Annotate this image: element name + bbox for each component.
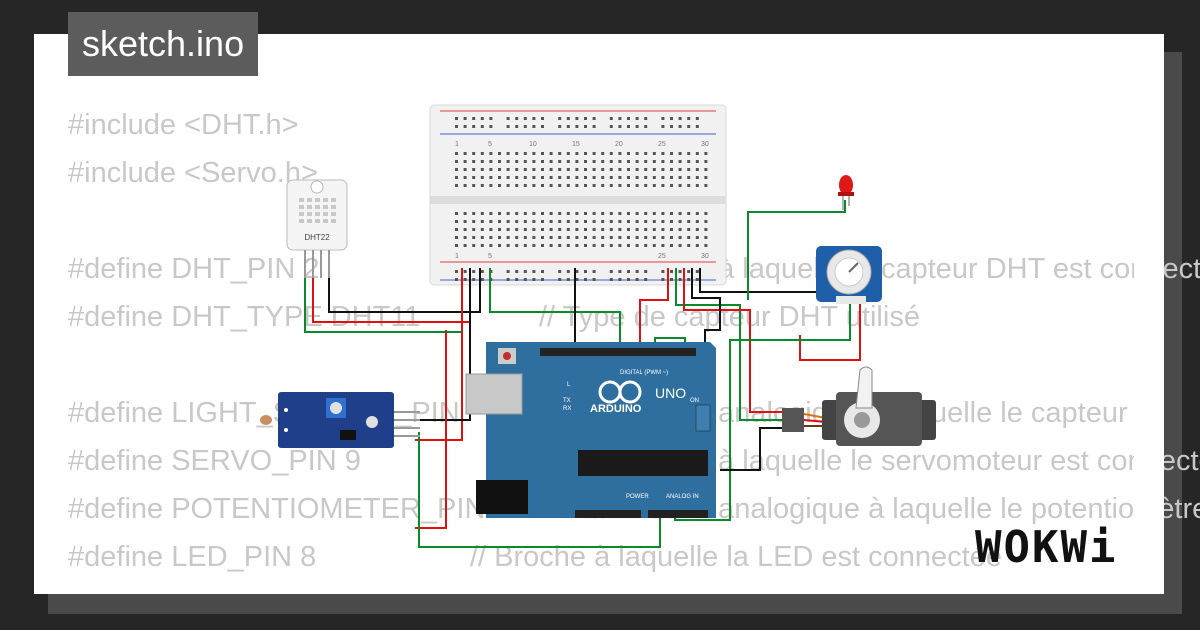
code-line-5: #define DHT_TYPE DHT11 xyxy=(68,301,421,333)
wires xyxy=(304,200,861,548)
analog-header xyxy=(648,510,708,518)
col-label-20: 20 xyxy=(615,141,623,148)
l-label: L xyxy=(567,382,571,388)
col-label-1b: 1 xyxy=(455,253,459,260)
tx-label: TX xyxy=(563,398,571,404)
reset-button xyxy=(503,352,511,360)
digital-header xyxy=(540,348,696,356)
rx-label: RX xyxy=(563,406,571,412)
code-line-1: #include <DHT.h> xyxy=(68,109,299,141)
code-comment-5: // Type de capteur DHT utilisé xyxy=(539,301,920,333)
col-label-10: 10 xyxy=(529,141,537,148)
col-label-30: 30 xyxy=(701,141,709,148)
col-label-5: 5 xyxy=(488,141,492,148)
analog-label: ANALOG IN xyxy=(666,494,699,500)
usb-port xyxy=(465,373,523,415)
power-jack xyxy=(476,480,528,514)
wokwi-logo: WOKWi xyxy=(975,522,1118,573)
col-label-25b: 25 xyxy=(658,253,666,260)
atmega-chip xyxy=(578,450,708,476)
col-label-5b: 5 xyxy=(488,253,492,260)
light-sensor-module[interactable] xyxy=(260,392,420,448)
code-line-2: #include <Servo.h> xyxy=(68,157,318,189)
arduino-uno-board[interactable]: ARDUINO UNO DIGITAL (PWM ~) ANALOG IN PO… xyxy=(465,342,716,518)
arduino-brand: ARDUINO xyxy=(590,403,642,415)
breadboard: 1 5 10 15 20 25 30 1 5 25 30 xyxy=(429,104,727,286)
dht-vent-grid xyxy=(299,198,336,223)
file-title: sketch.ino xyxy=(68,12,259,76)
potentiometer[interactable] xyxy=(816,246,882,304)
servo-motor[interactable] xyxy=(782,366,936,446)
col-label-1: 1 xyxy=(455,141,459,148)
code-line-8: #define SERVO_PIN 9 xyxy=(68,445,361,477)
breadboard-holes xyxy=(455,117,708,281)
code-line-9: #define POTENTIOMETER_PIN xyxy=(68,493,486,525)
power-label: POWER xyxy=(626,494,649,500)
dht-label: DHT22 xyxy=(304,233,330,242)
photoresistor xyxy=(260,415,272,425)
col-label-30b: 30 xyxy=(701,253,709,260)
col-label-25: 25 xyxy=(658,141,666,148)
edge-mask xyxy=(1134,34,1164,594)
code-line-4: #define DHT_PIN 2 xyxy=(68,253,320,285)
col-label-15: 15 xyxy=(572,141,580,148)
on-label: ON xyxy=(690,398,699,404)
code-line-10: #define LED_PIN 8 xyxy=(68,541,317,573)
power-header xyxy=(575,510,641,518)
dht22-sensor[interactable]: DHT22 xyxy=(286,179,348,278)
arduino-model: UNO xyxy=(655,385,686,401)
red-led[interactable] xyxy=(838,175,854,210)
digital-label: DIGITAL (PWM ~) xyxy=(620,370,668,376)
